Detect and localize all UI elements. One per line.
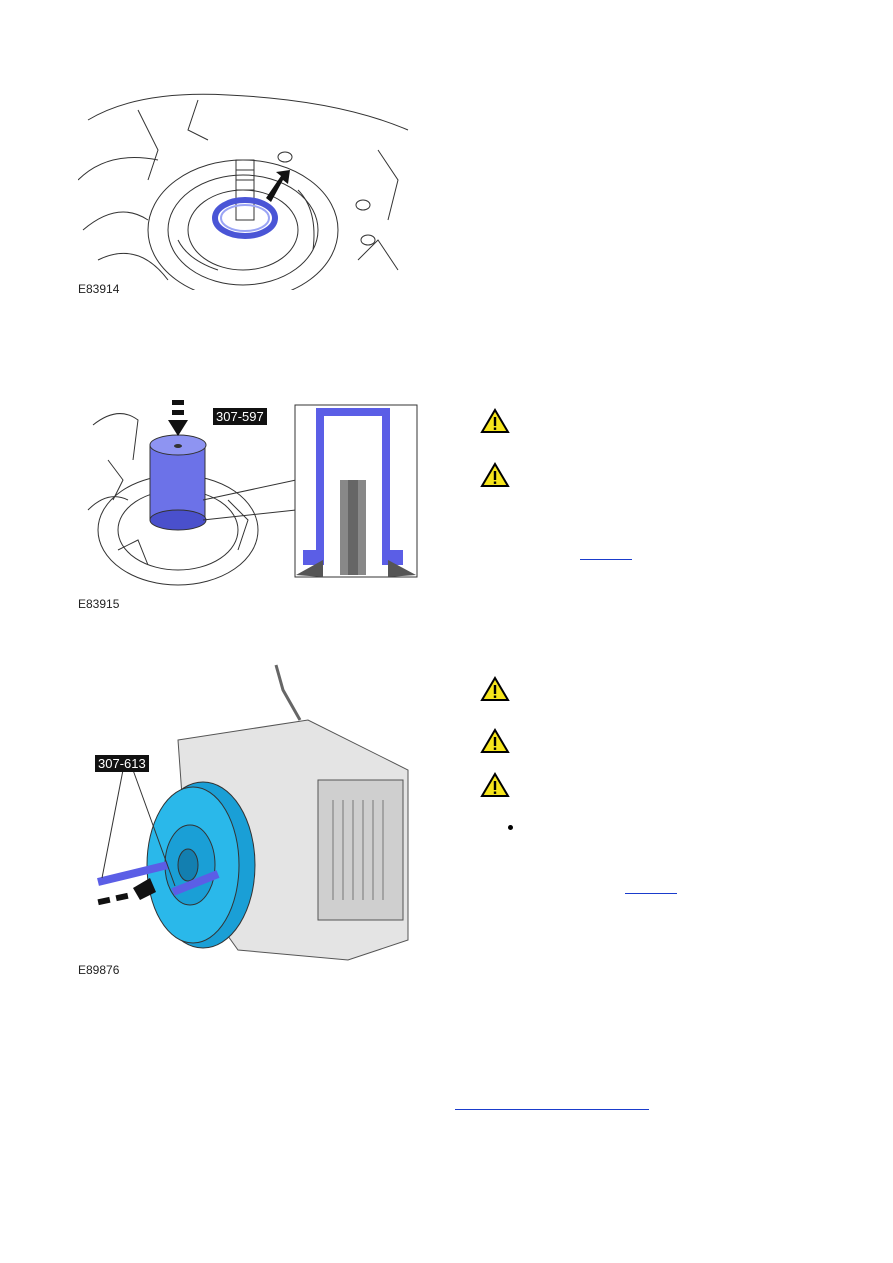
reference-link[interactable] [580, 559, 632, 560]
figure-e83914-illustration [78, 93, 409, 290]
tool-number-label: 307-613 [95, 755, 149, 772]
figure-e83914: E83914 [78, 90, 423, 300]
figure-e89876: 307-613 E89876 [78, 660, 423, 985]
reference-link[interactable] [625, 893, 677, 894]
warning-triangle-icon [480, 728, 510, 753]
warning-triangle-icon [480, 772, 510, 797]
reference-link[interactable] [455, 1109, 649, 1110]
tool-number-label: 307-597 [213, 408, 267, 425]
figure-e89876-illustration [97, 664, 409, 961]
figure-id-label: E89876 [78, 963, 120, 977]
figure-e83915-illustration [87, 400, 418, 586]
bullet-dot-icon [508, 825, 513, 830]
warning-triangle-icon [480, 462, 510, 487]
figure-id-label: E83914 [78, 282, 120, 296]
warning-triangle-icon [480, 408, 510, 433]
figure-id-label: E83915 [78, 597, 120, 611]
warning-triangle-icon [480, 676, 510, 701]
figure-e83915: 307-597 E83915 [78, 400, 423, 615]
